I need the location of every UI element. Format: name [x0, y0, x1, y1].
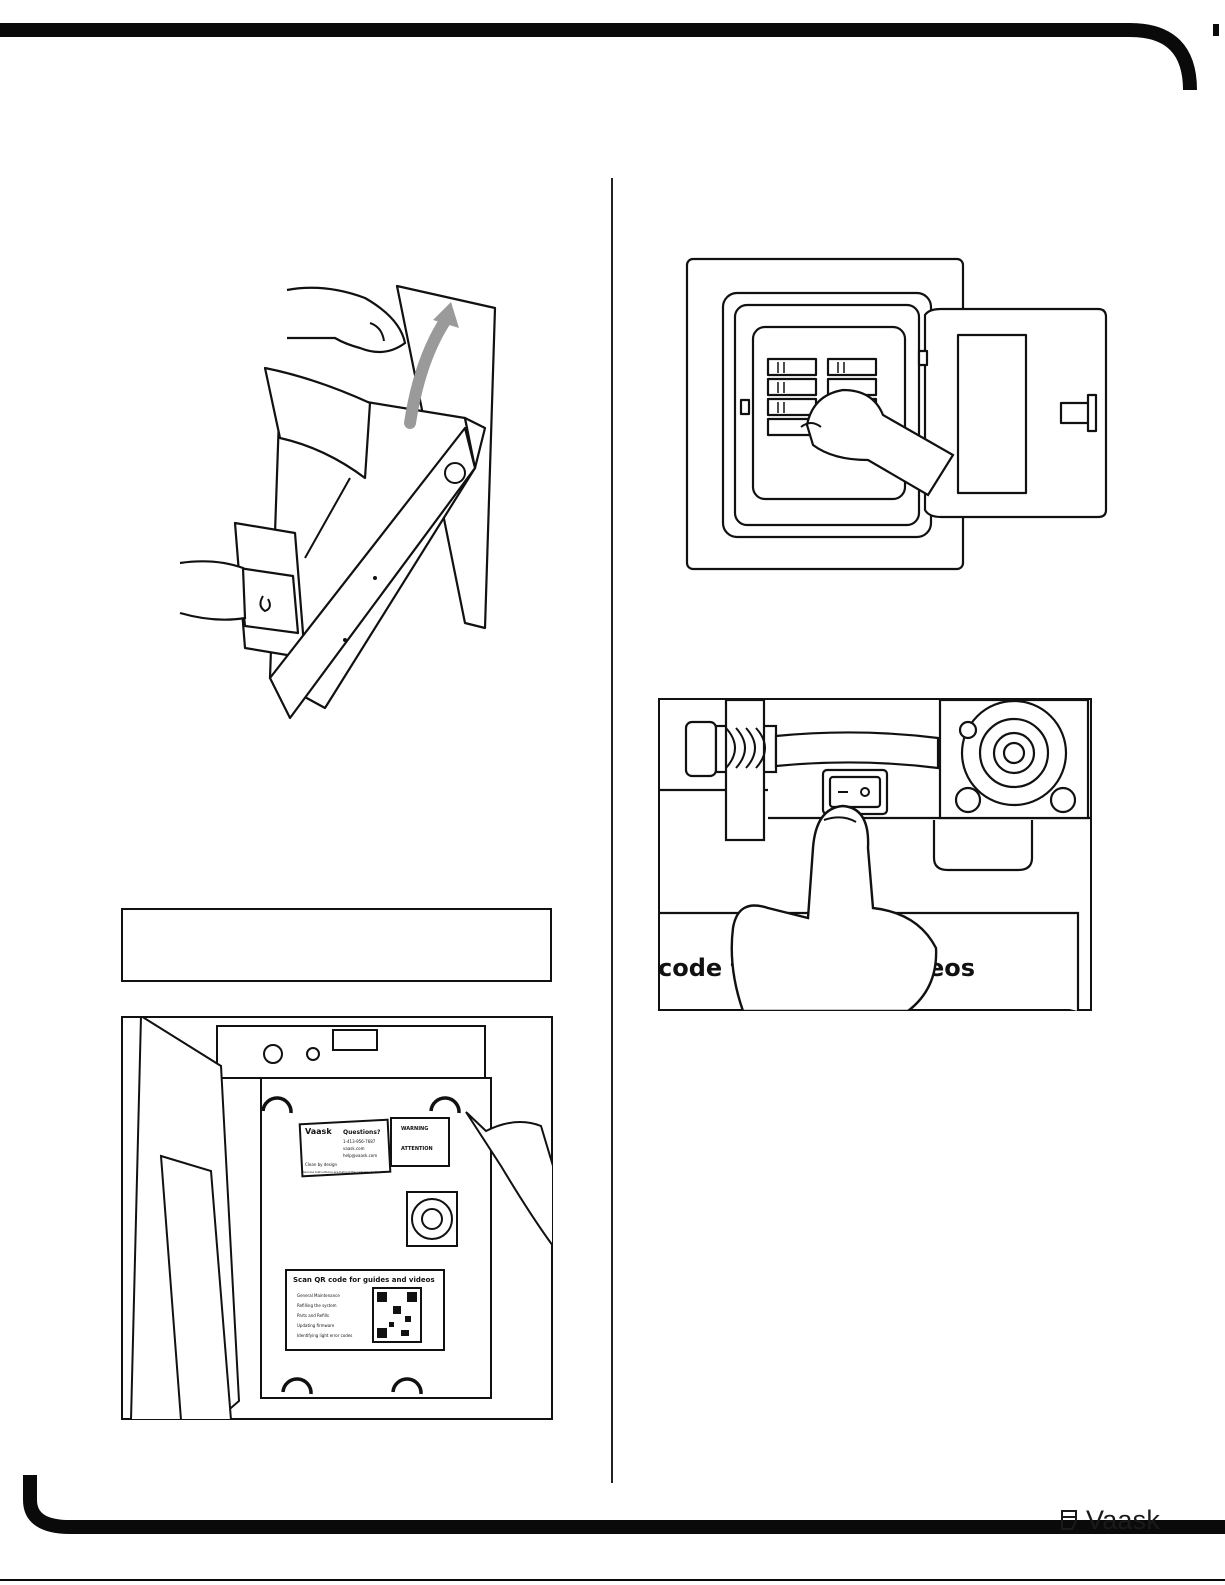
vaask-logo-icon [1061, 1510, 1077, 1530]
label-questions: Questions? [343, 1129, 381, 1136]
notice-box [121, 908, 552, 982]
top-frame-bar [0, 23, 1219, 91]
qr-code-icon [377, 1292, 417, 1338]
label-email: help@vaask.com [343, 1153, 377, 1158]
label-phone: 1-413-956-7687 [343, 1139, 376, 1144]
back-panel-illustration: Vaask Clean by design Questions? 1-413-9… [121, 1016, 553, 1420]
vaask-brand: Vaask [1058, 1500, 1178, 1540]
qr-item: Refilling the system [297, 1303, 337, 1308]
column-divider [611, 178, 613, 1483]
label-web: vaask.com [343, 1146, 365, 1151]
lift-cover-illustration [179, 284, 497, 720]
label-tagline: Clean by design [305, 1162, 338, 1167]
qr-item: General Maintenance [297, 1293, 340, 1298]
breaker-panel-illustration [685, 257, 1108, 571]
qr-item: Parts and Refills [297, 1313, 329, 1318]
power-switch-illustration: code fo eos [658, 698, 1092, 1011]
brand-name: Vaask [1086, 1504, 1161, 1535]
qr-item: Updating firmware [297, 1323, 335, 1328]
label-brand: Vaask [305, 1127, 332, 1136]
qr-item-list: General Maintenance Refilling the system… [297, 1293, 352, 1338]
attention-title: ATTENTION [401, 1146, 433, 1152]
warning-title: WARNING [401, 1126, 428, 1132]
label-footer: Service Instructions are behind the cart… [303, 1170, 382, 1174]
qr-heading: Scan QR code for guides and videos [293, 1276, 435, 1284]
qr-item: Identifying light error codes [297, 1333, 352, 1338]
bottom-frame-bar [0, 1475, 1225, 1581]
